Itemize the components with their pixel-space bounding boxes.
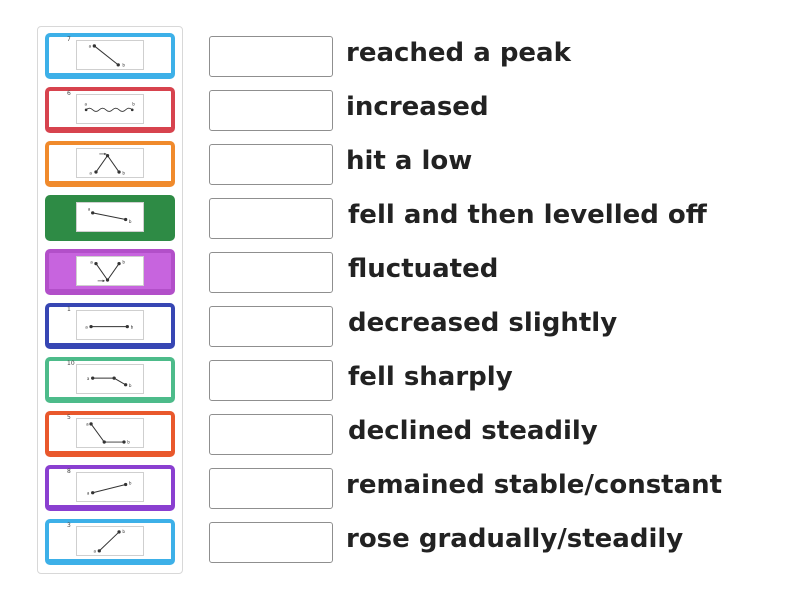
answer-label: remained stable/constant <box>346 470 723 500</box>
svg-text:a: a <box>87 376 90 381</box>
svg-text:a: a <box>88 206 91 211</box>
graph-tile[interactable]: a b <box>45 249 175 295</box>
tile-number: 7 <box>67 36 71 43</box>
svg-text:a: a <box>87 490 90 495</box>
graph-fell-levelled-off-icon: a b <box>76 364 144 394</box>
svg-text:b: b <box>122 171 125 176</box>
tile-number: 5 <box>67 414 71 421</box>
graph-tile[interactable]: 8 a b <box>45 465 175 511</box>
svg-text:a: a <box>89 171 92 176</box>
svg-text:b: b <box>122 260 125 265</box>
tile-number: 10 <box>67 360 75 367</box>
svg-text:b: b <box>129 219 132 224</box>
graph-declined-levelled-icon: a b <box>76 418 144 448</box>
svg-text:b: b <box>131 324 134 329</box>
graph-rose-steadily-icon: a b <box>76 526 144 556</box>
answer-label: fell sharply <box>348 362 513 392</box>
tile-number: 8 <box>67 468 71 475</box>
answer-label: decreased slightly <box>348 308 618 338</box>
svg-text:b: b <box>132 102 135 107</box>
graph-tile[interactable]: 3 a b <box>45 519 175 565</box>
answer-drop-slot[interactable] <box>209 36 333 77</box>
graph-tile[interactable]: 10 a b <box>45 357 175 403</box>
svg-text:b: b <box>122 63 125 68</box>
svg-text:a: a <box>90 260 93 265</box>
answer-label: fell and then levelled off <box>348 200 707 230</box>
svg-text:a: a <box>86 422 89 427</box>
graph-fluctuated-icon: a b <box>76 94 144 124</box>
answer-drop-slot[interactable] <box>209 414 333 455</box>
graph-tile[interactable]: 6 a b <box>45 87 175 133</box>
answer-drop-slot[interactable] <box>209 306 333 347</box>
svg-text:a: a <box>94 549 97 554</box>
answer-drop-slot[interactable] <box>209 144 333 185</box>
graph-remained-stable-icon: a b <box>76 310 144 340</box>
answer-label: reached a peak <box>346 38 571 68</box>
graph-tile[interactable]: 5 a b <box>45 411 175 457</box>
answer-drop-slot[interactable] <box>209 522 333 563</box>
answer-label: rose gradually/steadily <box>346 524 684 554</box>
answer-drop-slot[interactable] <box>209 360 333 401</box>
graph-decreased-slightly-icon: a b <box>76 202 144 232</box>
answer-label: increased <box>346 92 489 122</box>
svg-text:a: a <box>84 102 87 107</box>
answer-label: fluctuated <box>348 254 499 284</box>
graph-tile[interactable]: a b <box>45 141 175 187</box>
answer-label: hit a low <box>346 146 473 176</box>
graph-fell-sharply-icon: a b <box>76 40 144 70</box>
graph-reached-peak-icon: a b <box>76 148 144 178</box>
graph-tile[interactable]: 7 a b <box>45 33 175 79</box>
graph-tile[interactable]: a b <box>45 195 175 241</box>
tile-number: 6 <box>67 90 71 97</box>
answer-drop-slot[interactable] <box>209 252 333 293</box>
tile-number: 3 <box>67 522 71 529</box>
answer-drop-slot[interactable] <box>209 468 333 509</box>
tile-number: 1 <box>67 306 71 313</box>
graph-increased-icon: a b <box>76 472 144 502</box>
svg-text:b: b <box>129 383 132 388</box>
graph-tile[interactable]: 1 a b <box>45 303 175 349</box>
answer-drop-slot[interactable] <box>209 90 333 131</box>
answer-label: declined steadily <box>348 416 598 446</box>
svg-text:b: b <box>129 481 132 486</box>
graph-hit-low-icon: a b <box>76 256 144 286</box>
answer-drop-slot[interactable] <box>209 198 333 239</box>
graph-tiles-panel: 7 a b 6 a b <box>37 26 183 574</box>
svg-text:a: a <box>85 324 88 329</box>
svg-text:b: b <box>127 440 130 445</box>
svg-text:b: b <box>122 529 125 534</box>
svg-text:a: a <box>89 44 92 49</box>
